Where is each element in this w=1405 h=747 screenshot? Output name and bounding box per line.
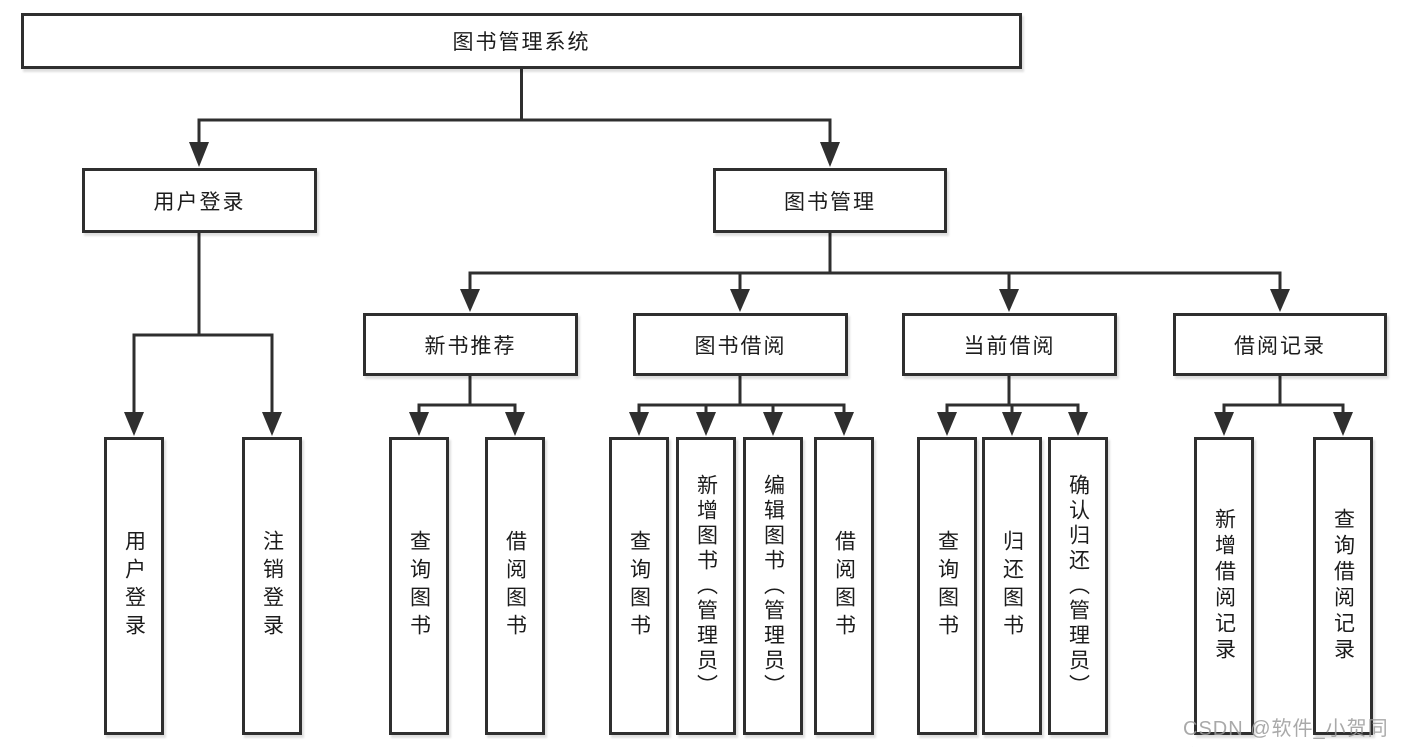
leaf-borrow-books: 借阅图书 (814, 437, 874, 735)
leaf-confirm-return-admin: 确认归还（管理员） (1048, 437, 1108, 735)
arrowheads (124, 142, 1353, 436)
connector-borrow-to-leaves (637, 376, 846, 416)
leaf-query-borrow-record: 查询借阅记录 (1313, 437, 1373, 735)
csdn-watermark: CSDN @软件_小贺同学 (1183, 718, 1389, 740)
leaf-add-books-admin: 新增图书（管理员） (676, 437, 736, 735)
connector-root-to-level2 (197, 67, 832, 147)
connector-recommend-to-leaves (417, 376, 517, 416)
node-borrow-records: 借阅记录 (1173, 313, 1387, 376)
node-user-login: 用户登录 (82, 168, 317, 233)
leaf-return-books: 归还图书 (982, 437, 1042, 735)
connector-management-to-level3 (468, 233, 1282, 292)
node-book-management: 图书管理 (713, 168, 947, 233)
connector-current-to-leaves (945, 376, 1080, 416)
connector-userlogin-to-leaves (132, 233, 274, 416)
connector-records-to-leaves (1222, 376, 1345, 416)
node-current-borrow: 当前借阅 (902, 313, 1117, 376)
leaf-logout: 注销登录 (242, 437, 302, 735)
leaf-query-books-borrow: 查询图书 (609, 437, 669, 735)
root-node-system: 图书管理系统 (21, 13, 1022, 69)
leaf-add-borrow-record: 新增借阅记录 (1194, 437, 1254, 735)
leaf-user-login: 用户登录 (104, 437, 164, 735)
node-book-borrow: 图书借阅 (633, 313, 848, 376)
leaf-query-books-recommend: 查询图书 (389, 437, 449, 735)
leaf-borrow-books-recommend: 借阅图书 (485, 437, 545, 735)
node-new-book-recommend: 新书推荐 (363, 313, 578, 376)
leaf-edit-books-admin: 编辑图书（管理员） (743, 437, 803, 735)
leaf-query-books-current: 查询图书 (917, 437, 977, 735)
